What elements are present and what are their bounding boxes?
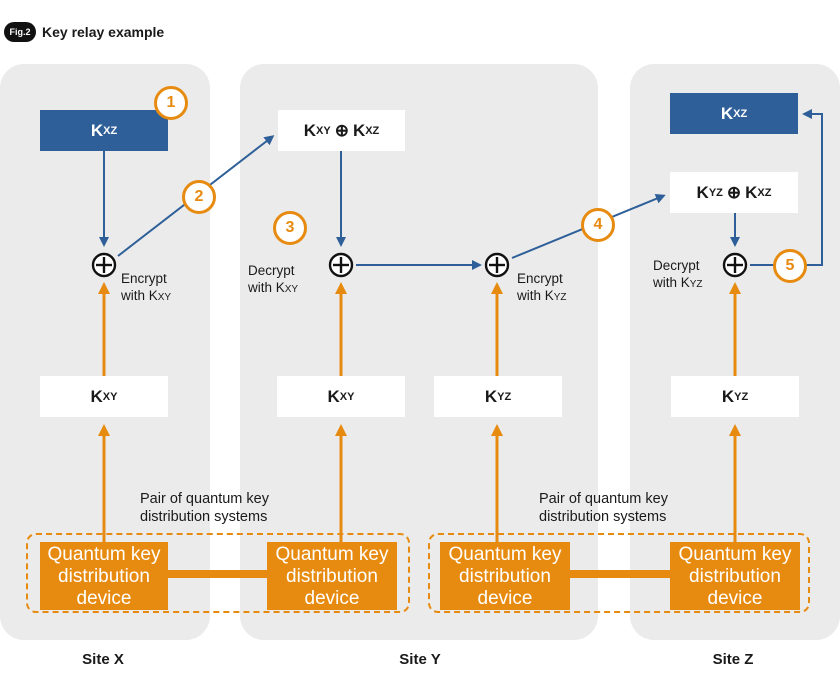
xor-operator-icon — [484, 252, 510, 278]
qkd-line: Quantum key — [678, 544, 792, 565]
pair-label-line: Pair of quantum key — [140, 491, 269, 507]
xor-symbol: ⊕ — [726, 182, 742, 202]
note-line: Encrypt — [517, 271, 563, 286]
note-line: with K — [248, 280, 285, 295]
key-k-letter: K — [484, 386, 498, 406]
qkd-pair-outline-left — [26, 533, 410, 613]
key-k-letter: K — [721, 386, 735, 406]
xor-operator-icon — [722, 252, 748, 278]
note-line: Decrypt — [248, 263, 295, 278]
qkd-device-site-x: Quantum key distribution device — [40, 542, 168, 610]
qkd-line: Quantum key — [448, 544, 562, 565]
key-subscript: XZ — [733, 107, 748, 120]
note-line: Encrypt — [121, 271, 167, 286]
qkd-device-site-y-left: Quantum key distribution device — [267, 542, 397, 610]
pair-label-line: distribution systems — [140, 509, 268, 525]
qkd-line: device — [76, 588, 132, 609]
xor-symbol: ⊕ — [334, 120, 349, 140]
key-subscript: XZ — [103, 124, 118, 137]
key-subscript: XY — [284, 284, 299, 295]
site-x-label: Site X — [82, 651, 124, 668]
decrypt-note-site-z: Decrypt with KYZ — [653, 257, 703, 293]
qkd-device-site-z: Quantum key distribution device — [670, 542, 800, 610]
qkd-line: Quantum key — [47, 544, 161, 565]
qkd-link-xy — [150, 570, 280, 578]
key-subscript: XY — [102, 390, 118, 403]
key-k-letter: K — [90, 386, 103, 406]
key-k-letter: K — [352, 120, 366, 140]
site-y-label: Site Y — [399, 651, 441, 668]
xor-operator-icon — [91, 252, 117, 278]
key-subscript: XY — [316, 124, 331, 137]
note-line: with K — [653, 275, 690, 290]
xor-operator-icon — [328, 252, 354, 278]
pair-label-left: Pair of quantum key distribution systems — [140, 490, 269, 526]
site-z-label: Site Z — [712, 651, 754, 668]
qkd-line: device — [707, 588, 763, 609]
decrypt-note-site-y: Decrypt with KXY — [248, 262, 298, 298]
qkd-line: device — [304, 588, 360, 609]
qkd-line: device — [477, 588, 533, 609]
key-k-letter: K — [720, 103, 734, 123]
key-subscript: YZ — [497, 390, 512, 403]
qkd-pair-outline-right — [428, 533, 810, 613]
key-subscript: YZ — [689, 279, 703, 290]
key-subscript: XZ — [365, 124, 380, 137]
qkd-line: distribution — [459, 566, 551, 587]
key-k-letter: K — [745, 182, 758, 202]
pair-label-right: Pair of quantum key distribution systems — [539, 490, 668, 526]
key-k-letter: K — [327, 386, 340, 406]
pair-label-line: Pair of quantum key — [539, 491, 668, 507]
note-line: with K — [121, 288, 158, 303]
key-subscript: YZ — [708, 186, 723, 199]
key-subscript: XZ — [757, 186, 772, 199]
pair-label-line: distribution systems — [539, 509, 667, 525]
note-line: with K — [517, 288, 554, 303]
key-k-letter: K — [303, 120, 316, 140]
key-k-letter: K — [90, 120, 104, 140]
encrypt-note-site-x: Encrypt with KXY — [121, 270, 171, 306]
step-1-badge: 1 — [154, 86, 188, 120]
note-line: Decrypt — [653, 258, 700, 273]
step-5-badge: 5 — [773, 249, 807, 283]
step-3-badge: 3 — [273, 211, 307, 245]
step-2-badge: 2 — [182, 180, 216, 214]
qkd-link-yz — [560, 570, 680, 578]
key-subscript: YZ — [734, 390, 749, 403]
qkd-line: Quantum key — [275, 544, 389, 565]
step-4-badge: 4 — [581, 208, 615, 242]
qkd-device-site-y-right: Quantum key distribution device — [440, 542, 570, 610]
encrypt-note-site-y: Encrypt with KYZ — [517, 270, 567, 306]
qkd-line: distribution — [286, 566, 378, 587]
key-subscript: XY — [157, 292, 172, 303]
key-k-letter: K — [696, 182, 709, 202]
key-subscript: XY — [339, 390, 355, 403]
qkd-line: distribution — [58, 566, 150, 587]
key-subscript: YZ — [553, 292, 567, 303]
figure-title: Key relay example — [42, 24, 165, 40]
figure-badge: Fig.2 — [4, 22, 36, 42]
qkd-line: distribution — [689, 566, 781, 587]
